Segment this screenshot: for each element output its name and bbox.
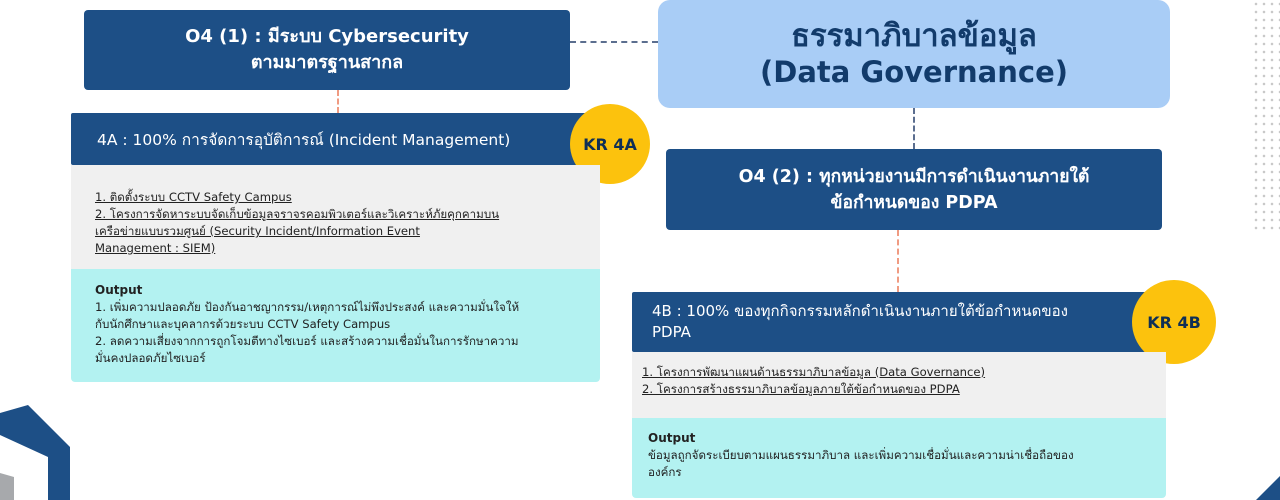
kr4b-output-line-2: องค์กร xyxy=(648,465,682,479)
connector-o4-1-to-kr4a xyxy=(337,90,339,113)
kr4b-bar-line2: PDPA xyxy=(652,323,691,341)
objective-o4-1-line2: ตามมาตรฐานสากล xyxy=(250,52,404,73)
kr4a-output-line-2: กับนักศึกษาและบุคลากรด้วยระบบ CCTV Safet… xyxy=(95,317,391,331)
kr4b-badge: KR 4B xyxy=(1132,280,1216,364)
kr4a-project-2-cont-1[interactable]: เครือข่ายแบบรวมศูนย์ (Security Incident/… xyxy=(95,224,420,238)
kr4a-output-box: Output 1. เพิ่มความปลอดภัย ป้องกันอาชญาก… xyxy=(71,269,600,382)
kr4a-project-2-cont-2[interactable]: Management : SIEM) xyxy=(95,241,216,255)
kr4a-output-line-1: 1. เพิ่มความปลอดภัย ป้องกันอาชญากรรม/เหต… xyxy=(95,300,520,314)
kr4a-bar: 4A : 100% การจัดการอุบัติการณ์ (Incident… xyxy=(71,113,600,165)
decorative-dot-grid xyxy=(1252,0,1280,230)
objective-o4-1-box: O4 (1) : มีระบบ Cybersecurity ตามมาตรฐาน… xyxy=(84,10,570,90)
kr4a-output-line-4: มั่นคงปลอดภัยไซเบอร์ xyxy=(95,351,206,365)
objective-o4-1-line1: O4 (1) : มีระบบ Cybersecurity xyxy=(185,26,469,47)
connector-o4-2-to-kr4b xyxy=(897,230,899,292)
kr4a-project-2[interactable]: 2. โครงการจัดหาระบบจัดเก็บข้อมูลจราจรคอม… xyxy=(95,207,500,221)
kr4a-badge: KR 4A xyxy=(570,104,650,184)
kr4b-output-box: Output ข้อมูลถูกจัดระเบียบตามแผนธรรมาภิบ… xyxy=(632,418,1166,498)
kr4a-output-line-3: 2. ลดความเสี่ยงจากการถูกโจมตีทางไซเบอร์ … xyxy=(95,334,519,348)
kr4b-bar: 4B : 100% ของทุกกิจกรรมหลักดำเนินงานภายใ… xyxy=(632,292,1166,352)
kr4a-project-1[interactable]: 1. ติดตั้งระบบ CCTV Safety Campus xyxy=(95,190,292,204)
kr4b-projects-box: 1. โครงการพัฒนาแผนด้านธรรมาภิบาลข้อมูล (… xyxy=(632,352,1166,418)
kr4b-output-line-1: ข้อมูลถูกจัดระเบียบตามแผนธรรมาภิบาล และเ… xyxy=(648,448,1074,462)
objective-o4-2-line1: O4 (2) : ทุกหน่วยงานมีการดำเนินงานภายใต้ xyxy=(738,166,1090,187)
connector-o4-1-to-main xyxy=(570,41,658,43)
decorative-corner-shape xyxy=(0,405,70,500)
main-title-box: ธรรมาภิบาลข้อมูล (Data Governance) xyxy=(658,0,1170,108)
objective-o4-2-line2: ข้อกำหนดของ PDPA xyxy=(830,192,998,213)
objective-o4-2-box: O4 (2) : ทุกหน่วยงานมีการดำเนินงานภายใต้… xyxy=(666,149,1162,230)
main-title-line2: (Data Governance) xyxy=(760,55,1068,89)
connector-main-to-o4-2 xyxy=(913,108,915,149)
kr4b-project-2[interactable]: 2. โครงการสร้างธรรมาภิบาลข้อมูลภายใต้ข้อ… xyxy=(642,382,960,396)
kr4a-bar-text: 4A : 100% การจัดการอุบัติการณ์ (Incident… xyxy=(97,130,511,149)
kr4b-bar-line1: 4B : 100% ของทุกกิจกรรมหลักดำเนินงานภายใ… xyxy=(652,302,1068,320)
kr4a-projects-box: 1. ติดตั้งระบบ CCTV Safety Campus 2. โคร… xyxy=(71,165,600,269)
kr4a-output-title: Output xyxy=(95,283,143,297)
main-title-line1: ธรรมาภิบาลข้อมูล xyxy=(791,18,1037,54)
kr4b-badge-label: KR 4B xyxy=(1147,312,1201,332)
kr4b-project-1[interactable]: 1. โครงการพัฒนาแผนด้านธรรมาภิบาลข้อมูล (… xyxy=(642,365,986,379)
decorative-corner-shape-right xyxy=(1256,476,1280,500)
kr4b-output-title: Output xyxy=(648,431,696,445)
kr4a-badge-label: KR 4A xyxy=(583,134,637,154)
